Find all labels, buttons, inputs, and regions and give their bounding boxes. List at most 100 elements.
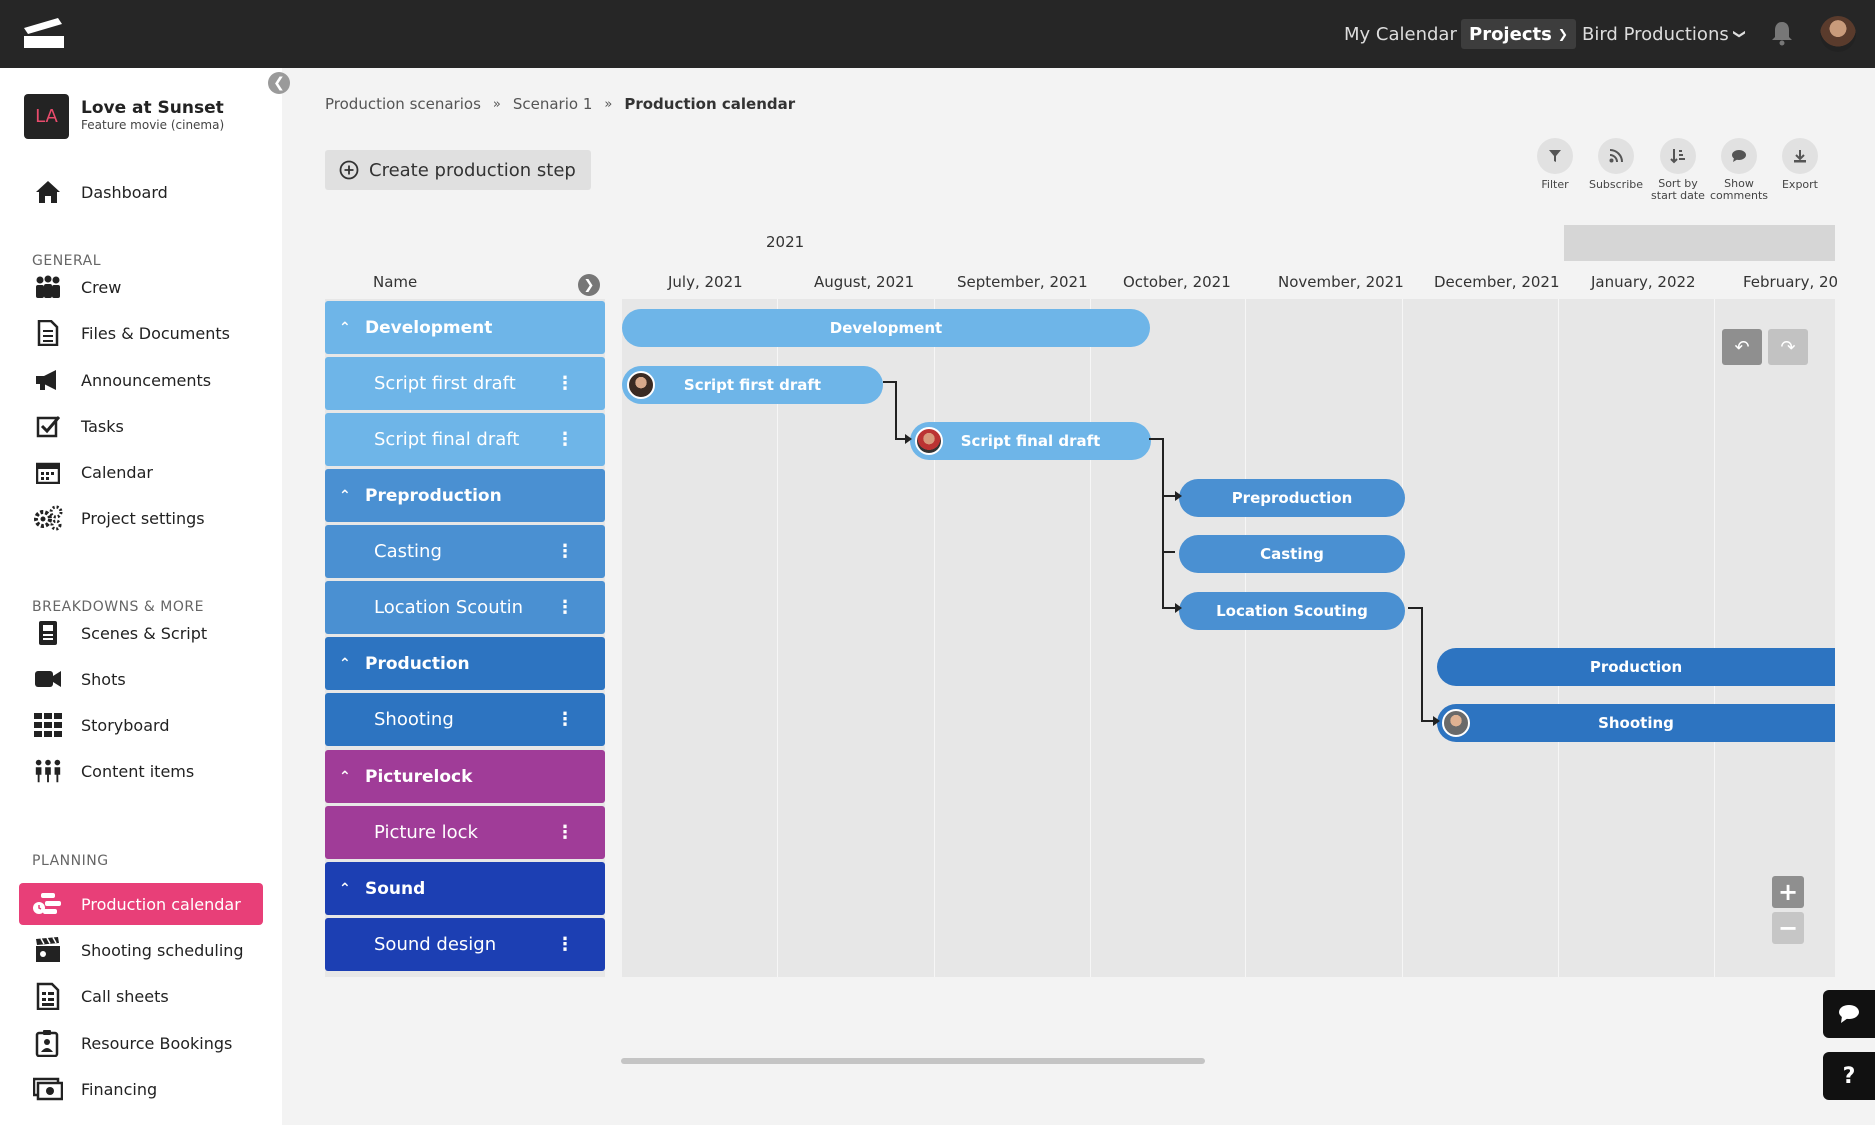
help-button[interactable]: ?: [1823, 1052, 1875, 1100]
sidebar-item-crew[interactable]: Crew: [19, 266, 263, 308]
sidebar-item-tasks[interactable]: Tasks: [19, 405, 263, 447]
topnav-bird-productions[interactable]: Bird Productions❯: [1582, 23, 1747, 45]
chat-button[interactable]: [1823, 990, 1875, 1038]
gantt-bar-shooting[interactable]: Shooting: [1437, 704, 1835, 742]
more-options-icon[interactable]: ⋮: [556, 373, 574, 394]
user-avatar[interactable]: [1820, 16, 1856, 52]
task-row-script-first-draft[interactable]: Script first draft⋮: [325, 357, 605, 410]
group-row-preproduction[interactable]: ⌃Preproduction: [325, 469, 605, 522]
export-button[interactable]: Export: [1770, 138, 1830, 191]
sort-by-start-date-button[interactable]: Sort by start date: [1648, 138, 1708, 202]
grid-icon: [33, 712, 63, 738]
sidebar-item-resource-bookings[interactable]: Resource Bookings: [19, 1022, 263, 1064]
collapse-sidebar-button[interactable]: ❮: [268, 72, 290, 94]
calendar-icon: [33, 459, 63, 485]
sidebar-item-announcements[interactable]: Announcements: [19, 359, 263, 401]
group-row-production[interactable]: ⌃Production: [325, 637, 605, 690]
filter-button[interactable]: Filter: [1525, 138, 1585, 191]
crew-icon: [33, 274, 63, 300]
more-options-icon[interactable]: ⋮: [556, 822, 574, 843]
breadcrumb: Production scenarios » Scenario 1 » Prod…: [325, 95, 795, 113]
sidebar-item-content-items[interactable]: Content items: [19, 750, 263, 792]
month-label: September, 2021: [957, 273, 1088, 291]
subscribe-button[interactable]: Subscribe: [1586, 138, 1646, 191]
project-title[interactable]: Love at Sunset: [81, 98, 224, 118]
sidebar-item-production-calendar[interactable]: Production calendar: [19, 883, 263, 925]
notification-bell-icon[interactable]: [1770, 20, 1794, 46]
group-row-picturelock[interactable]: ⌃Picturelock: [325, 750, 605, 803]
sidebar-item-shots[interactable]: Shots: [19, 658, 263, 700]
call-sheet-icon: [33, 982, 63, 1010]
sidebar-item-call-sheets[interactable]: Call sheets: [19, 975, 263, 1017]
month-label: November, 2021: [1278, 273, 1404, 291]
horizontal-scrollbar[interactable]: [621, 1058, 1205, 1064]
assignee-avatar[interactable]: [627, 371, 655, 399]
gantt-bar-script-final-draft[interactable]: Script final draft: [910, 422, 1151, 460]
sidebar-item-calendar[interactable]: Calendar: [19, 451, 263, 493]
section-heading-general: GENERAL: [32, 253, 102, 269]
year-label: 2021: [766, 233, 805, 251]
breadcrumb-scenario-1[interactable]: Scenario 1: [512, 95, 593, 113]
chevron-up-icon[interactable]: ⌃: [339, 768, 351, 785]
camera-icon: [33, 666, 63, 692]
topnav-my-calendar[interactable]: My Calendar: [1344, 23, 1457, 45]
redo-button[interactable]: ↷: [1768, 329, 1808, 365]
gantt-bar-casting[interactable]: Casting: [1179, 535, 1405, 573]
task-row-picture-lock[interactable]: Picture lock⋮: [325, 806, 605, 859]
topnav-projects[interactable]: Projects❯: [1461, 0, 1576, 68]
sidebar-item-storyboard[interactable]: Storyboard: [19, 704, 263, 746]
month-label: August, 2021: [814, 273, 915, 291]
sidebar-item-files-documents[interactable]: Files & Documents: [19, 312, 263, 354]
task-row-location-scouting[interactable]: Location Scoutin⋮: [325, 581, 605, 634]
gantt-bar-script-first-draft[interactable]: Script first draft: [622, 366, 883, 404]
month-label: July, 2021: [668, 273, 743, 291]
project-badge[interactable]: LA: [24, 94, 69, 139]
more-options-icon[interactable]: ⋮: [556, 429, 574, 450]
sidebar-item-dashboard[interactable]: Dashboard: [19, 171, 263, 213]
chevron-up-icon[interactable]: ⌃: [339, 319, 351, 336]
month-label: December, 2021: [1434, 273, 1560, 291]
assignee-avatar[interactable]: [1442, 709, 1470, 737]
sort-icon: [1670, 149, 1685, 164]
group-row-development[interactable]: ⌃Development: [325, 301, 605, 354]
create-production-step-button[interactable]: Create production step: [325, 150, 591, 190]
task-row-casting[interactable]: Casting⋮: [325, 525, 605, 578]
chevron-up-icon[interactable]: ⌃: [339, 487, 351, 504]
group-row-sound[interactable]: ⌃Sound: [325, 862, 605, 915]
gantt-bar-production[interactable]: Production: [1437, 648, 1835, 686]
app-logo-icon[interactable]: [22, 18, 66, 50]
chevron-up-icon[interactable]: ⌃: [339, 880, 351, 897]
documents-icon: [33, 320, 63, 346]
more-options-icon[interactable]: ⋮: [556, 709, 574, 730]
gantt-bar-location-scouting[interactable]: Location Scouting: [1179, 592, 1405, 630]
task-row-shooting[interactable]: Shooting⋮: [325, 693, 605, 746]
question-icon: ?: [1842, 1063, 1856, 1089]
chevron-up-icon[interactable]: ⌃: [339, 655, 351, 672]
task-row-script-final-draft[interactable]: Script final draft⋮: [325, 413, 605, 466]
expand-name-column-button[interactable]: ❯: [578, 274, 600, 296]
assignee-avatar[interactable]: [915, 427, 943, 455]
zoom-out-button[interactable]: −: [1772, 912, 1804, 944]
project-subtitle: Feature movie (cinema): [81, 118, 225, 132]
gantt-bar-preproduction[interactable]: Preproduction: [1179, 479, 1405, 517]
task-row-sound-design[interactable]: Sound design⋮: [325, 918, 605, 971]
gantt-bar-development[interactable]: Development: [622, 309, 1150, 347]
undo-button[interactable]: ↶: [1722, 329, 1762, 365]
undo-icon: ↶: [1734, 336, 1750, 358]
breadcrumb-separator-icon: »: [492, 96, 501, 112]
month-gridline: [1714, 299, 1715, 977]
month-gridline: [1090, 299, 1091, 977]
more-options-icon[interactable]: ⋮: [556, 541, 574, 562]
sidebar-item-shooting-scheduling[interactable]: Shooting scheduling: [19, 929, 263, 971]
zoom-in-button[interactable]: +: [1772, 876, 1804, 908]
redo-icon: ↷: [1780, 336, 1796, 358]
sidebar-item-project-settings[interactable]: Project settings: [19, 497, 263, 539]
section-heading-planning: PLANNING: [32, 853, 109, 869]
more-options-icon[interactable]: ⋮: [556, 934, 574, 955]
breadcrumb-production-scenarios[interactable]: Production scenarios: [325, 95, 481, 113]
month-label: October, 2021: [1123, 273, 1231, 291]
sidebar-item-scenes-script[interactable]: Scenes & Script: [19, 612, 263, 654]
show-comments-button[interactable]: Show comments: [1709, 138, 1769, 202]
more-options-icon[interactable]: ⋮: [556, 597, 574, 618]
sidebar-item-financing[interactable]: Financing: [19, 1068, 263, 1110]
